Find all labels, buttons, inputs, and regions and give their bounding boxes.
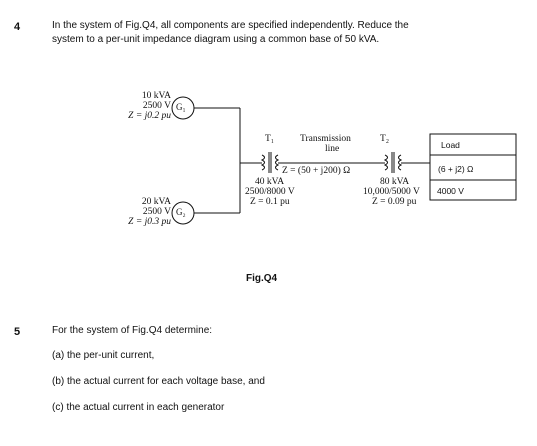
line-label-2: line <box>325 144 340 154</box>
g1-label: G₁ <box>176 102 186 112</box>
line-label-1: Transmission <box>300 134 351 144</box>
t1-rating: 40 kVA <box>255 177 285 187</box>
question-5-number: 5 <box>14 326 21 338</box>
g2-label: G₂ <box>176 207 186 217</box>
load-impedance: (6 + j2) Ω <box>438 164 474 174</box>
t2-rating: 80 kVA <box>380 177 410 187</box>
t1-impedance: Z = 0.1 pu <box>250 197 290 207</box>
g2-impedance: Z = j0.3 pu <box>128 217 171 227</box>
transformer-t2-symbol <box>383 152 403 173</box>
load-voltage: 4000 V <box>437 186 464 196</box>
load-title: Load <box>441 140 460 150</box>
transformer-t1-symbol <box>260 152 280 173</box>
g2-rating: 20 kVA <box>141 197 171 207</box>
question-4-text-line1: In the system of Fig.Q4, all components … <box>52 20 409 31</box>
t1-ratio: 2500/8000 V <box>245 187 295 197</box>
figure-caption: Fig.Q4 <box>246 273 278 284</box>
line-impedance: Z = (50 + j200) Ω <box>282 166 351 176</box>
g1-impedance: Z = j0.2 pu <box>128 111 171 121</box>
t2-impedance: Z = 0.09 pu <box>372 197 417 207</box>
question-4-text-line2: system to a per-unit impedance diagram u… <box>52 34 380 45</box>
t1-label: T₁ <box>265 134 275 144</box>
question-4-number: 4 <box>14 21 21 33</box>
g2-voltage: 2500 V <box>142 207 171 217</box>
g1-rating: 10 kVA <box>141 91 171 101</box>
load-box <box>429 133 517 201</box>
question-5-part-b: (b) the actual current for each voltage … <box>52 376 265 387</box>
question-5-part-c: (c) the actual current in each generator <box>52 402 225 413</box>
question-5-intro: For the system of Fig.Q4 determine: <box>52 325 213 336</box>
g1-voltage: 2500 V <box>142 101 171 111</box>
question-5-part-a: (a) the per-unit current, <box>52 350 155 361</box>
t2-ratio: 10,000/5000 V <box>363 187 420 197</box>
t2-label: T₂ <box>380 134 390 144</box>
